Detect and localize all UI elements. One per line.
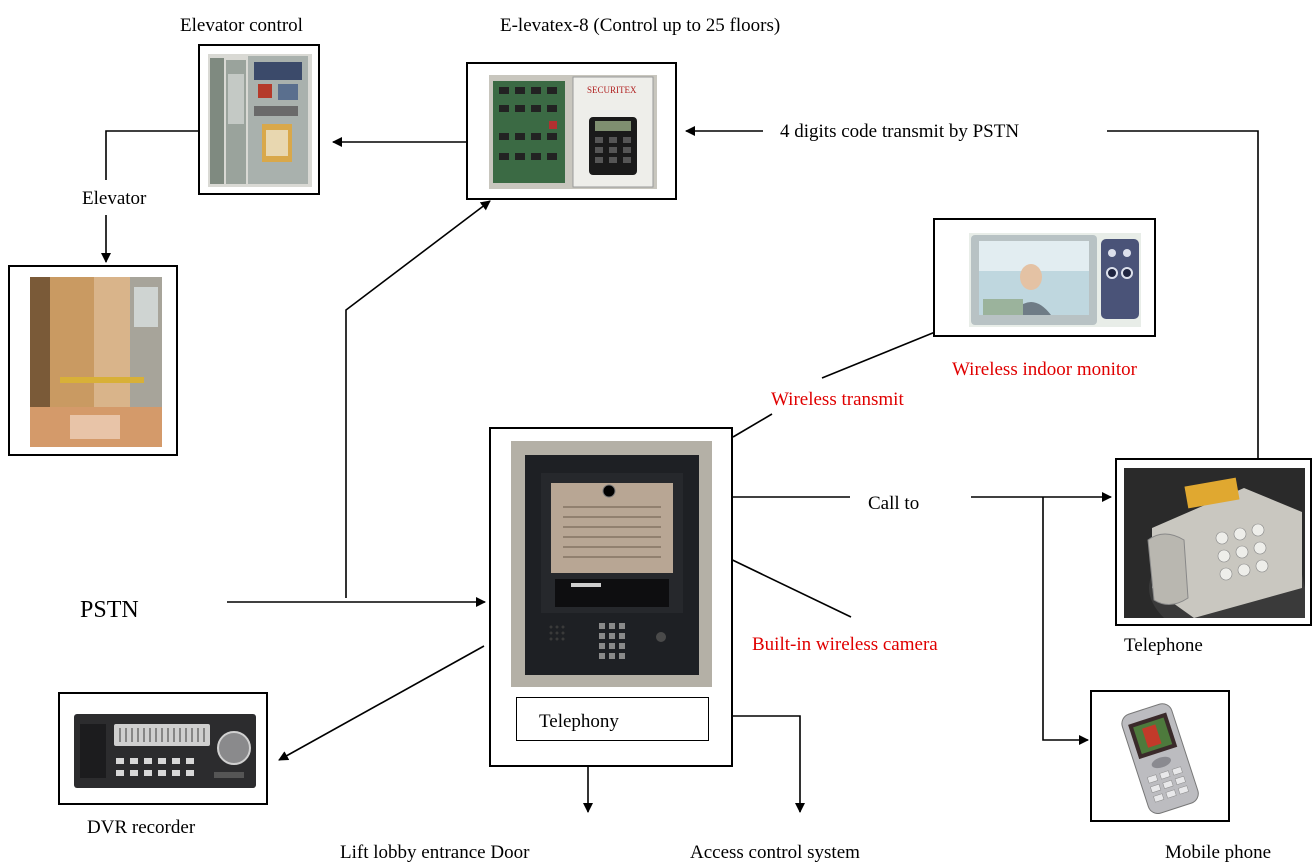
- built-in-camera-label: Built-in wireless camera: [752, 634, 938, 655]
- dvr-recorder-image: [74, 706, 256, 794]
- built-in-camera-lens: [602, 484, 616, 498]
- wireless-transmit-label: Wireless transmit: [771, 389, 904, 410]
- elevatex-device-image: SECURITEX: [489, 75, 657, 189]
- elevatex-brand-logo: SECURITEX: [587, 85, 637, 95]
- telephone-label: Telephone: [1124, 635, 1203, 656]
- elevatex-label: E-levatex-8 (Control up to 25 floors): [500, 15, 781, 36]
- mobile-phone-image: [1108, 702, 1216, 814]
- call-to-label: Call to: [868, 493, 920, 514]
- telephone-image: [1124, 468, 1305, 618]
- dvr-recorder-label: DVR recorder: [87, 817, 196, 838]
- mobile-phone-label: Mobile phone: [1165, 842, 1272, 863]
- elevator-control-box: [198, 44, 320, 195]
- arrow-control-to-elevator: [105, 130, 209, 180]
- pstn-code-label: 4 digits code transmit by PSTN: [780, 121, 1020, 142]
- elevator-control-label: Elevator control: [180, 15, 303, 36]
- elevatex-box: SECURITEX: [466, 62, 677, 200]
- lift-lobby-door-label: Lift lobby entrance Door: [340, 842, 530, 863]
- telephony-label: Telephony: [539, 711, 619, 732]
- indoor-monitor-image: [969, 233, 1141, 327]
- indoor-monitor-box: [933, 218, 1156, 337]
- arrow-pstn-to-elevatex: [345, 200, 491, 598]
- arrow-telephony-to-dvr: [278, 645, 485, 761]
- arrow-telephony-to-monitor-a: [732, 413, 773, 438]
- arrow-telephony-to-monitor-b: [821, 326, 946, 379]
- telephony-box: Telephony: [489, 427, 733, 767]
- mobile-phone-box: [1090, 690, 1230, 822]
- elevator-control-panel-image: [208, 54, 312, 187]
- dvr-box: [58, 692, 268, 805]
- telephony-label-box: Telephony: [516, 697, 709, 741]
- telephony-panel-image: [511, 441, 712, 687]
- arrow-callto-to-mobile: [1042, 497, 1089, 745]
- line-telephone-to-code: [1107, 130, 1259, 458]
- telephone-box: [1115, 458, 1312, 626]
- elevator-box: [8, 265, 178, 456]
- pstn-label: PSTN: [80, 597, 139, 623]
- wireless-indoor-monitor-label: Wireless indoor monitor: [952, 359, 1137, 380]
- arrow-telephony-to-access: [733, 715, 805, 813]
- access-control-label: Access control system: [690, 842, 860, 863]
- elevator-car-image: [30, 277, 162, 447]
- elevator-label: Elevator: [82, 188, 147, 209]
